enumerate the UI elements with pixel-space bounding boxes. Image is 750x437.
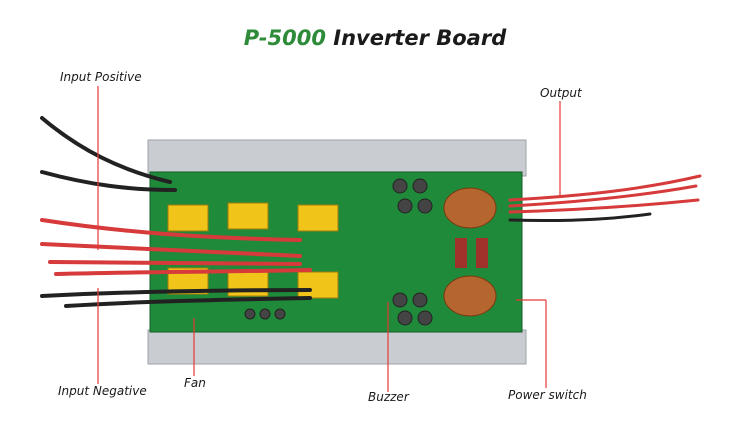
title-text: Inverter Board [333, 26, 507, 50]
top-heatsink [147, 139, 527, 177]
film-capacitors [455, 238, 488, 268]
bottom-heatsink [147, 329, 527, 365]
diagram-title: P-5000 Inverter Board [0, 26, 750, 50]
toroid-inductors [443, 187, 497, 317]
output-wires [508, 174, 702, 223]
title-model: P-5000 [243, 26, 326, 50]
label-power-switch: Power switch [508, 388, 587, 402]
leader-lines [97, 86, 561, 392]
capacitors [244, 178, 433, 326]
label-output: Output [540, 86, 582, 100]
label-buzzer: Buzzer [368, 390, 409, 404]
input-wires [40, 116, 312, 308]
label-input-negative: Input Negative [58, 384, 147, 398]
label-input-positive: Input Positive [60, 70, 142, 84]
label-fan: Fan [184, 376, 206, 390]
